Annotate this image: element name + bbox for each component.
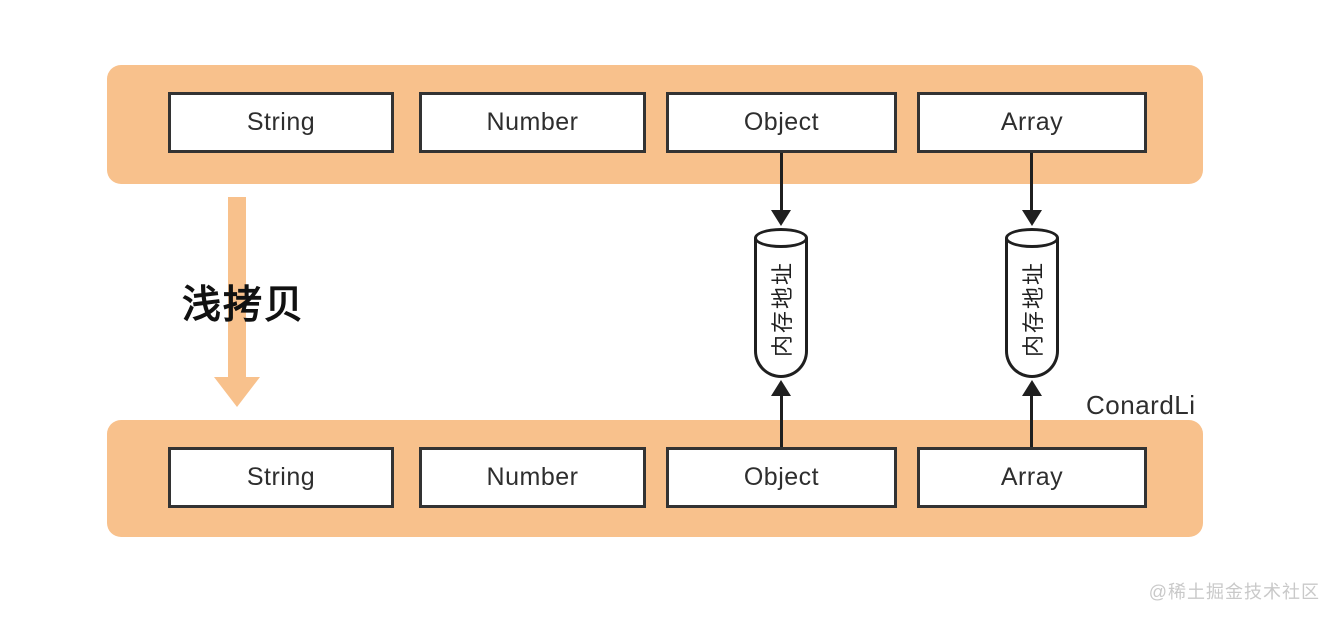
object-down-arrow-line bbox=[780, 153, 783, 212]
memory-address-label-wrap: 内存地址 bbox=[1005, 240, 1059, 378]
cylinder-cap bbox=[754, 228, 808, 248]
arrow-down-icon bbox=[771, 210, 791, 226]
memory-address-label: 内存地址 bbox=[1021, 260, 1047, 358]
memory-address-cylinder-object: 内存地址 bbox=[754, 228, 808, 378]
cylinder-cap bbox=[1005, 228, 1059, 248]
type-box-number-top: Number bbox=[419, 92, 646, 153]
type-box-string-bottom: String bbox=[168, 447, 394, 508]
arrow-down-icon bbox=[1022, 210, 1042, 226]
shallow-copy-arrow-body bbox=[228, 197, 246, 377]
author-credit: ConardLi bbox=[1086, 390, 1196, 420]
cylinder-tube bbox=[754, 238, 808, 378]
array-up-arrow-line bbox=[1030, 394, 1033, 447]
shallow-copy-label: 浅拷贝 bbox=[182, 284, 306, 327]
object-up-arrow-line bbox=[780, 394, 783, 447]
type-box-array-bottom: Array bbox=[917, 447, 1147, 508]
type-box-object-top: Object bbox=[666, 92, 897, 153]
arrow-up-icon bbox=[1022, 380, 1042, 396]
memory-address-label: 内存地址 bbox=[770, 260, 796, 358]
array-down-arrow-line bbox=[1030, 153, 1033, 212]
shallow-copy-arrow-head-icon bbox=[214, 377, 260, 407]
type-box-string-top: String bbox=[168, 92, 394, 153]
type-box-object-bottom: Object bbox=[666, 447, 897, 508]
cylinder-tube bbox=[1005, 238, 1059, 378]
watermark: @稀土掘金技术社区 bbox=[1148, 582, 1320, 602]
memory-address-label-wrap: 内存地址 bbox=[754, 240, 808, 378]
arrow-up-icon bbox=[771, 380, 791, 396]
type-box-array-top: Array bbox=[917, 92, 1147, 153]
type-box-number-bottom: Number bbox=[419, 447, 646, 508]
memory-address-cylinder-array: 内存地址 bbox=[1005, 228, 1059, 378]
